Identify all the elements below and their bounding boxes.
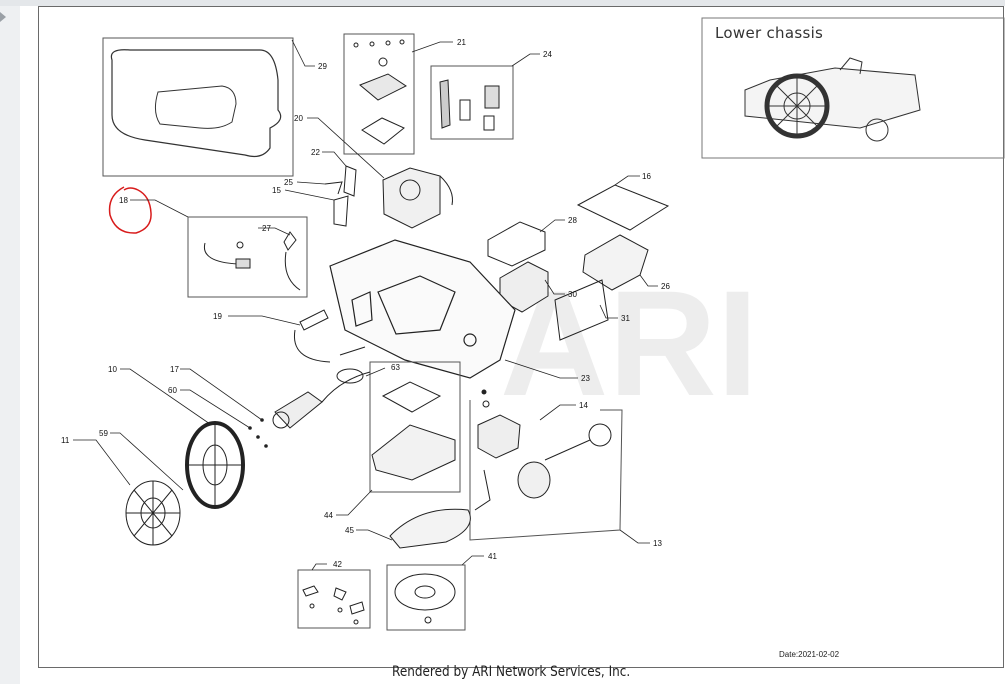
expand-arrow-icon[interactable] xyxy=(0,12,6,22)
part-14-caster xyxy=(474,389,612,511)
part-29-inner xyxy=(154,85,237,129)
callout-28: 28 xyxy=(568,216,577,225)
part-21-box xyxy=(343,33,415,155)
part-28-part xyxy=(487,221,546,267)
callout-labels: 29 21 24 20 22 25 15 18 27 16 28 26 30 3… xyxy=(61,38,670,569)
part-21-parts xyxy=(353,39,407,145)
callout-16: 16 xyxy=(642,172,651,181)
callout-44: 44 xyxy=(324,511,333,520)
highlight-circle xyxy=(108,186,152,234)
callout-24: 24 xyxy=(543,50,552,59)
callout-15: 15 xyxy=(272,186,281,195)
part-60-screws xyxy=(248,418,268,448)
callout-14: 14 xyxy=(579,401,588,410)
part-19-wire xyxy=(293,309,366,363)
callout-60: 60 xyxy=(168,386,177,395)
part-41-box xyxy=(386,564,466,631)
callout-31: 31 xyxy=(621,314,630,323)
drawing-frame xyxy=(38,6,1004,668)
part-24-parts xyxy=(439,79,500,131)
part-10-wheel xyxy=(185,421,245,509)
part-24-box xyxy=(430,65,514,140)
part-42-blades xyxy=(302,585,365,625)
callout-29: 29 xyxy=(318,62,327,71)
callout-17: 17 xyxy=(170,365,179,374)
callout-13: 13 xyxy=(653,539,662,548)
callout-27: 27 xyxy=(262,224,271,233)
part-29-box xyxy=(102,37,294,177)
part-41-blade-disc xyxy=(394,573,456,624)
callout-11: 11 xyxy=(61,436,70,445)
viewer-top-strip xyxy=(0,0,1005,6)
part-45-cover xyxy=(389,508,471,549)
callout-59: 59 xyxy=(99,429,108,438)
callout-19: 19 xyxy=(213,312,222,321)
callout-22: 22 xyxy=(311,148,320,157)
inset-title: Lower chassis xyxy=(715,24,824,42)
callout-10: 10 xyxy=(108,365,117,374)
leader-lines xyxy=(73,39,658,571)
callout-23: 23 xyxy=(581,374,590,383)
lower-chassis-illustration xyxy=(744,57,921,142)
callout-30: 30 xyxy=(568,290,577,299)
part-44-box xyxy=(369,361,461,493)
part-16-board xyxy=(576,184,670,231)
part-17-motor xyxy=(272,371,371,429)
part-18-box xyxy=(187,216,308,298)
part-31-board xyxy=(554,279,609,341)
part-18-wiring xyxy=(203,231,301,291)
date-stamp: Date:2021-02-02 xyxy=(779,650,840,659)
part-63-ring xyxy=(336,368,364,384)
part-44-parts xyxy=(371,381,456,481)
part-42-box xyxy=(297,569,371,629)
callout-42: 42 xyxy=(333,560,342,569)
part-23-chassis xyxy=(329,239,516,379)
part-20-housing xyxy=(382,167,453,229)
footer-credit: Rendered by ARI Network Services, Inc. xyxy=(392,664,631,680)
callout-63: 63 xyxy=(391,363,400,372)
part-22-parts xyxy=(324,165,357,227)
callout-21: 21 xyxy=(457,38,466,47)
part-11-hub xyxy=(125,480,181,546)
callout-45: 45 xyxy=(345,526,354,535)
callout-20: 20 xyxy=(294,114,303,123)
callout-18: 18 xyxy=(119,196,128,205)
callout-26: 26 xyxy=(661,282,670,291)
callout-25: 25 xyxy=(284,178,293,187)
part-29-gasket xyxy=(110,49,282,158)
callout-41: 41 xyxy=(488,552,497,561)
inset-box xyxy=(701,17,1005,159)
